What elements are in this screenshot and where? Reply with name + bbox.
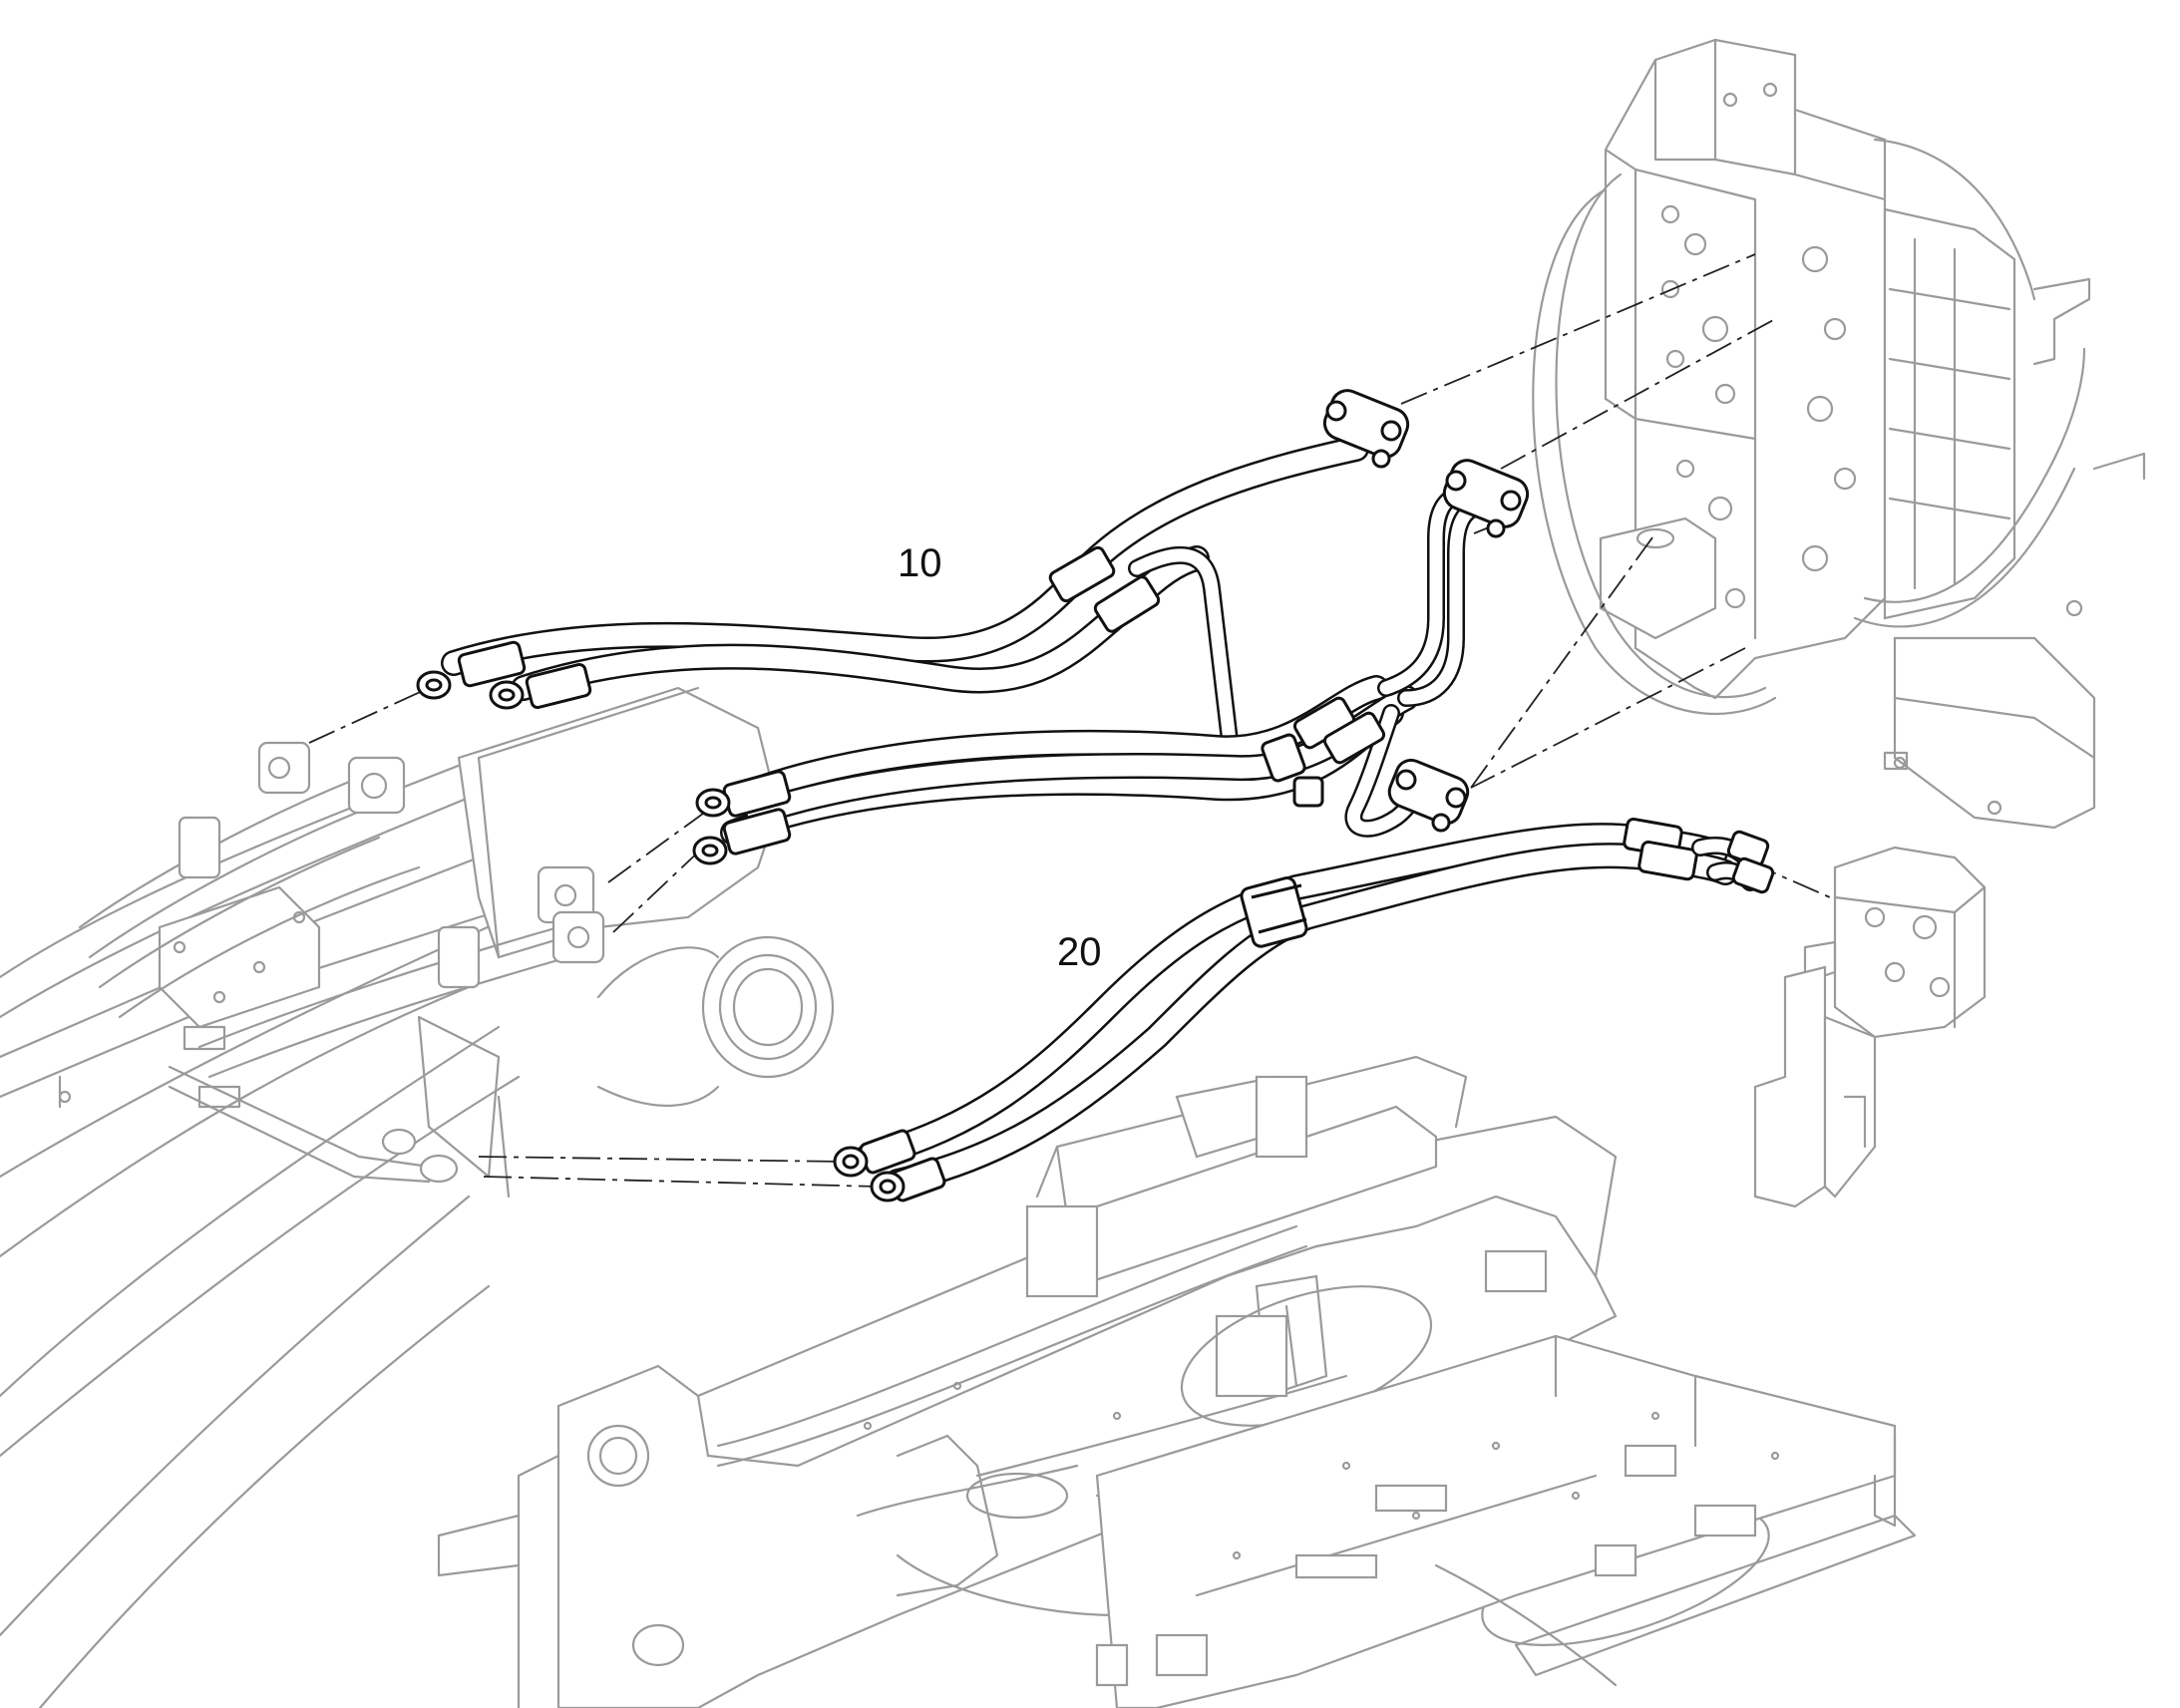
pilot-valve-assembly bbox=[1753, 846, 1987, 1208]
callout-label-10: 10 bbox=[898, 541, 942, 585]
control-valve-assembly bbox=[1532, 38, 2146, 830]
split-flange-top bbox=[1322, 389, 1410, 469]
split-flange-middle bbox=[1442, 459, 1530, 538]
callout-label-20: 20 bbox=[1057, 930, 1102, 974]
assembly-center-lines bbox=[308, 253, 1831, 1188]
boom-structure bbox=[0, 686, 835, 1708]
hose-assembly-20 bbox=[833, 817, 1775, 1202]
split-flange-lower bbox=[1387, 758, 1470, 833]
hose-assembly-10 bbox=[416, 389, 1530, 865]
lower-frame bbox=[437, 1055, 1917, 1708]
